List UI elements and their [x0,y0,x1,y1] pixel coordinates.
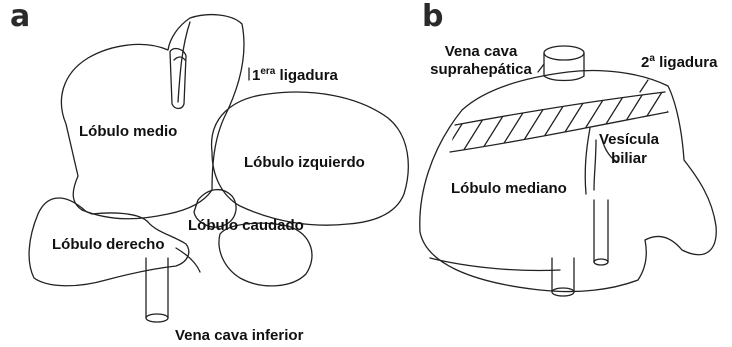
label-1era-ligadura: 1era ligadura [252,67,338,83]
panel-b-letter: b [422,2,443,32]
label-vesicula-line2: biliar [590,151,668,166]
panel-b-drawing [420,46,716,296]
label-2a-sup: a [649,53,655,64]
label-vena-cava-line1: Vena cava [426,44,536,59]
panel-a-letter: a [10,2,30,32]
vena-cava-suprahepatica-top [544,46,584,60]
label-lobulo-izquierdo: Lóbulo izquierdo [244,155,365,170]
label-2a-ligadura: 2a ligadura [641,54,717,70]
lobulo-medio-outline [61,15,244,219]
vena-porta-outline [552,258,574,292]
label-vena-cava-line2: suprahepática [426,62,536,77]
label-vesicula-line1: Vesícula [590,132,668,147]
ligadura-2-leader [640,80,648,92]
label-lobulo-mediano: Lóbulo mediano [451,181,567,196]
label-2a-word: ligadura [659,54,717,71]
vaso-derecho-outline [594,200,608,262]
label-lobulo-medio: Lóbulo medio [79,124,177,139]
label-1era-sup: era [260,66,275,77]
label-vena-cava-inferior: Vena cava inferior [175,328,303,343]
label-lobulo-caudado: Lóbulo caudado [188,218,304,233]
label-1era-word: ligadura [280,67,338,84]
label-lobulo-derecho: Lóbulo derecho [52,237,165,252]
